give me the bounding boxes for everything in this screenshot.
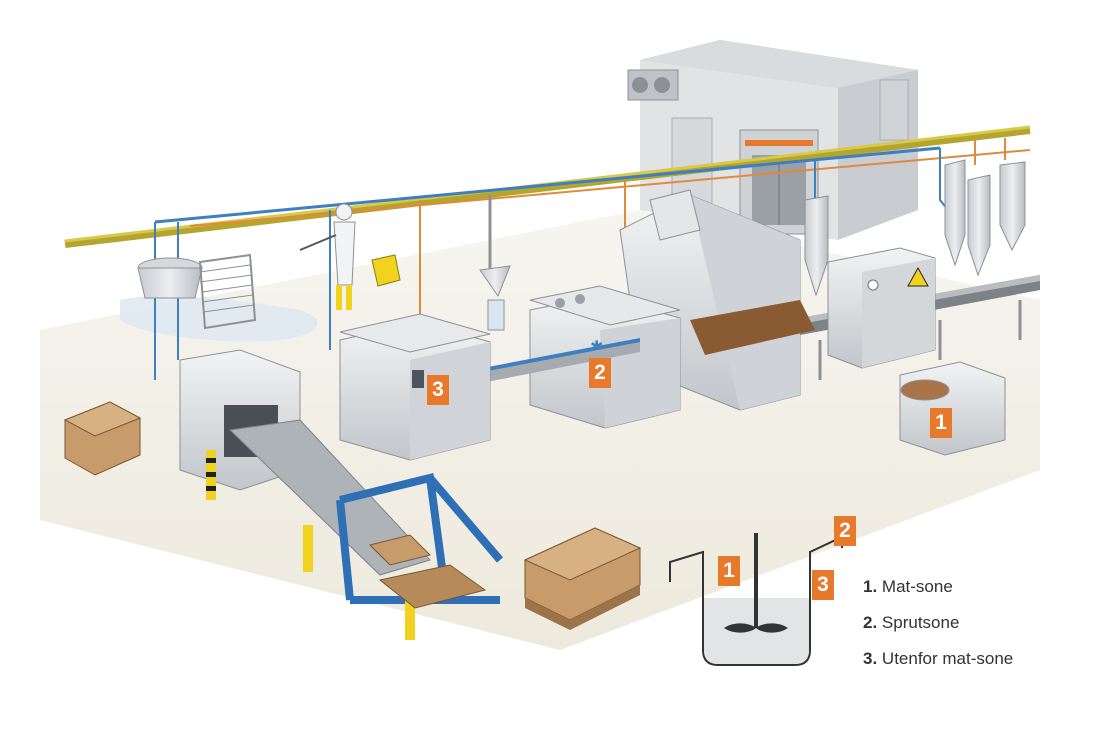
cold-room xyxy=(627,40,918,240)
pressure-washer-unit xyxy=(371,254,401,287)
hazard-warning-icon xyxy=(907,266,929,287)
legend-item-non-food-zone: 3. Utenfor mat-sone xyxy=(863,645,1013,681)
zone-badge-machine-left: 3 xyxy=(427,375,449,405)
legend-number: 3. xyxy=(863,649,878,668)
tray-rack-trolley xyxy=(198,253,257,330)
ceiling-pipes xyxy=(64,125,1031,380)
zone-badge-machine-center: 2 xyxy=(589,358,611,388)
tunnel-oven xyxy=(827,247,936,369)
floor-water-puddle xyxy=(120,295,318,342)
zone-badge-inset-inside: 1 xyxy=(718,556,740,586)
legend-item-food-zone: 1. Mat-sone xyxy=(863,573,1013,609)
cardboard-box-left xyxy=(63,401,142,476)
worker-pressure-washer xyxy=(299,203,356,310)
zone-badge-inset-outside: 3 xyxy=(812,570,834,600)
legend-text: Mat-sone xyxy=(881,577,953,596)
packaging-machine xyxy=(339,313,491,461)
legend-text: Utenfor mat-sone xyxy=(881,649,1014,668)
inset-zone-diagram xyxy=(669,533,843,666)
gauge-icon xyxy=(867,279,879,291)
legend-number: 1. xyxy=(863,577,878,596)
yellow-safety-post-left xyxy=(303,525,313,572)
outfeed-conveyor xyxy=(228,419,431,576)
pallet-under-frame xyxy=(369,534,487,609)
zone-badge-inset-top: 2 xyxy=(834,516,856,546)
mixing-bowl-left xyxy=(137,257,203,299)
depositor-funnel xyxy=(479,265,511,331)
legend-number: 2. xyxy=(863,613,878,632)
zone-legend: 1. Mat-sone 2. Sprutsone 3. Utenfor mat-… xyxy=(863,573,1013,681)
zone-badge-mixer-right: 1 xyxy=(930,408,952,438)
legend-text: Sprutsone xyxy=(881,613,960,632)
legend-item-splash-zone: 2. Sprutsone xyxy=(863,609,1013,645)
spiral-mixer-right xyxy=(899,361,1006,456)
hopper-dispensers xyxy=(804,159,1026,297)
stacked-boxes-pallet xyxy=(523,527,642,630)
